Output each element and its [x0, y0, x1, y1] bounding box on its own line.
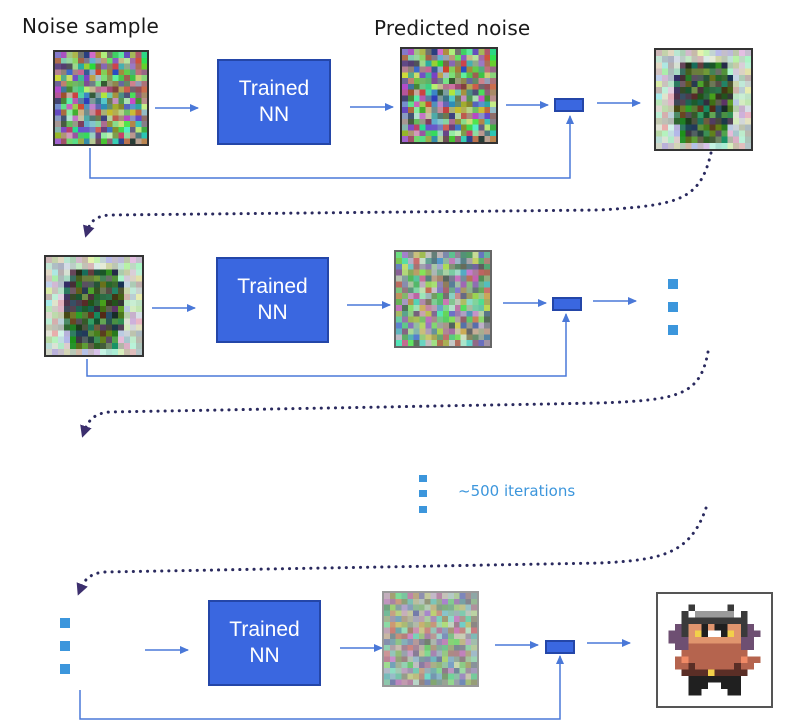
- ellipsis-icon: [419, 506, 427, 513]
- iterations-label: ~500 iterations: [458, 482, 576, 500]
- loop-arrow-icon: [82, 151, 713, 238]
- ellipsis-icon: [60, 664, 70, 674]
- denoised-canvas-1: [656, 50, 751, 149]
- ellipsis-icon: [668, 325, 678, 335]
- subtract-icon: [552, 297, 582, 311]
- subtract-icon: [545, 640, 575, 654]
- subtract-icon: [554, 98, 584, 112]
- nn-label-line2: NN: [257, 301, 288, 324]
- ellipsis-icon: [419, 475, 427, 482]
- nn-label-line1: Trained: [229, 618, 300, 641]
- predicted-noise-label: Predicted noise: [374, 16, 531, 40]
- trained-nn-box-1: Trained NN: [217, 59, 331, 145]
- ellipsis-icon: [60, 618, 70, 628]
- final-sprite-image: [656, 592, 773, 708]
- denoised-input-canvas-2: [46, 257, 142, 355]
- noise-sample-canvas: [55, 52, 147, 144]
- denoised-input-image-2: [44, 255, 144, 357]
- predicted-noise-canvas-2: [396, 252, 490, 346]
- predicted-noise-canvas-3: [384, 593, 477, 685]
- predicted-noise-canvas-1: [402, 49, 496, 142]
- ellipsis-icon: [60, 641, 70, 651]
- predicted-noise-image-2: [394, 250, 492, 348]
- noise-sample-label: Noise sample: [22, 14, 159, 38]
- denoised-image-1: [654, 48, 753, 151]
- loop-arrow-icon: [76, 506, 708, 596]
- noise-sample-image: [53, 50, 149, 146]
- trained-nn-box-2: Trained NN: [216, 257, 329, 343]
- predicted-noise-image-1: [400, 47, 498, 144]
- ellipsis-icon: [668, 279, 678, 289]
- loop-arrow-icon: [80, 350, 710, 438]
- nn-label-line1: Trained: [237, 275, 308, 298]
- nn-label-line2: NN: [249, 644, 280, 667]
- ellipsis-icon: [419, 490, 427, 497]
- nn-label-line2: NN: [258, 103, 290, 126]
- predicted-noise-image-3: [382, 591, 479, 687]
- final-sprite-canvas: [662, 598, 767, 702]
- ellipsis-icon: [668, 302, 678, 312]
- nn-label-line1: Trained: [238, 77, 310, 100]
- trained-nn-box-3: Trained NN: [208, 600, 321, 686]
